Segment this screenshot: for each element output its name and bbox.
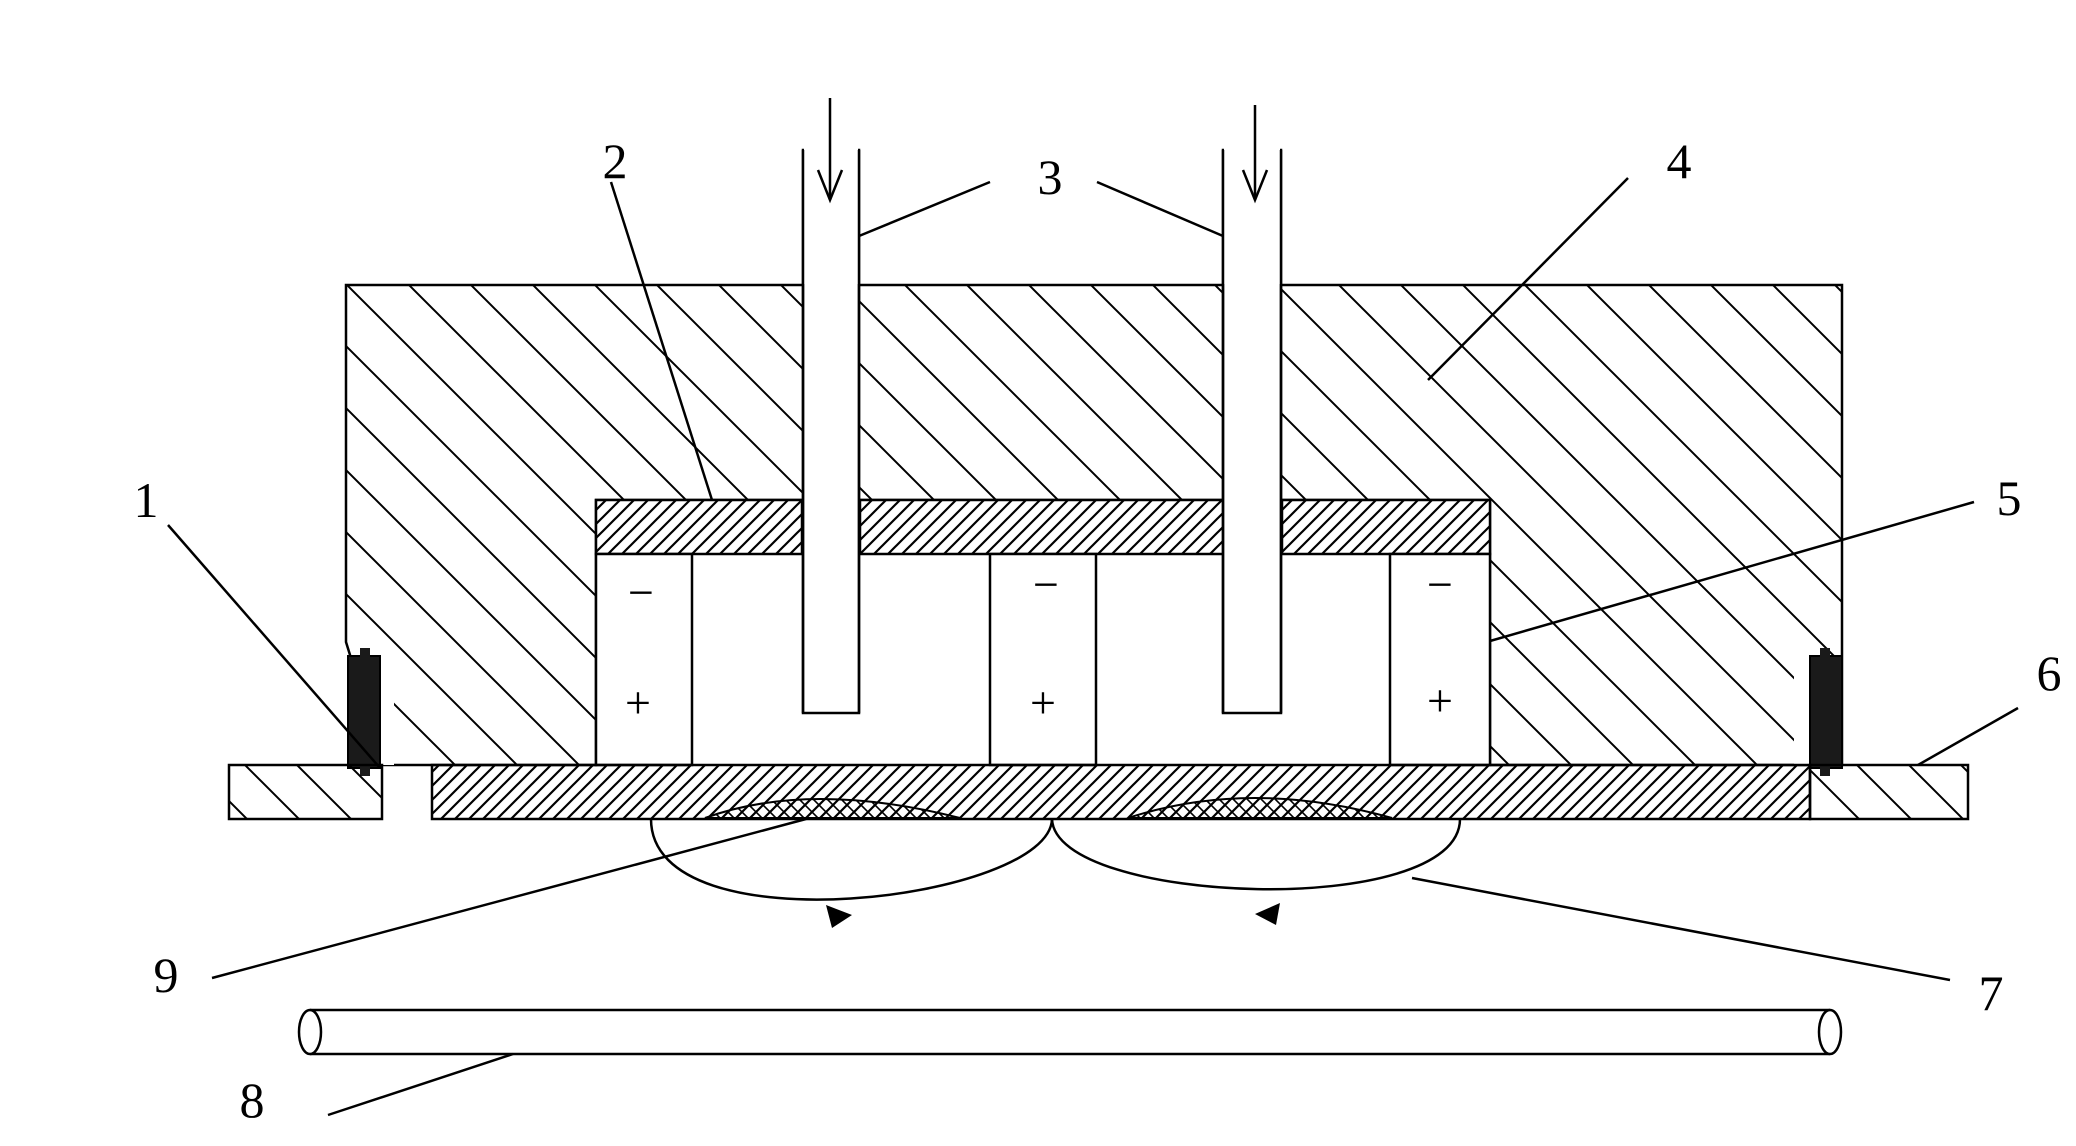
pole-negative-right: − bbox=[1427, 559, 1453, 610]
label-3: 3 bbox=[1038, 149, 1063, 205]
base-plate-right bbox=[1808, 763, 1970, 821]
label-7: 7 bbox=[1979, 965, 2004, 1021]
seal-right-top bbox=[1820, 648, 1830, 776]
label-1: 1 bbox=[134, 472, 159, 528]
label-4: 4 bbox=[1667, 133, 1692, 189]
cover-plate-middle bbox=[858, 498, 1226, 556]
flow-arrow-left bbox=[816, 98, 844, 204]
magnet-middle bbox=[988, 552, 1098, 767]
flow-arrow-right bbox=[1241, 105, 1269, 204]
pole-positive-left: + bbox=[625, 677, 651, 728]
rod-end-left bbox=[297, 1008, 323, 1056]
deposit-right bbox=[1127, 797, 1393, 819]
magnet-left bbox=[594, 552, 694, 767]
deposit-left bbox=[704, 798, 961, 819]
magnet-right bbox=[1388, 552, 1492, 767]
pole-positive-right: + bbox=[1427, 675, 1453, 726]
rod-end-right bbox=[1817, 1008, 1843, 1056]
cover-plate-left bbox=[594, 498, 804, 556]
field-line-right bbox=[1050, 818, 1462, 891]
support-plate bbox=[430, 763, 1812, 821]
field-arrow-left bbox=[826, 905, 852, 928]
workpiece-rod bbox=[310, 1008, 1830, 1056]
label-6: 6 bbox=[2037, 645, 2062, 701]
label-8: 8 bbox=[240, 1072, 265, 1128]
label-9: 9 bbox=[154, 947, 179, 1003]
leader-lines bbox=[167, 177, 2019, 1117]
label-2: 2 bbox=[603, 133, 628, 189]
field-arrow-right bbox=[1255, 903, 1280, 925]
cover-plate-right bbox=[1280, 498, 1492, 556]
base-plate-left bbox=[227, 763, 384, 821]
pole-negative-left: − bbox=[628, 567, 654, 618]
seal-left-top bbox=[360, 648, 370, 776]
pole-negative-middle: − bbox=[1033, 559, 1059, 610]
label-5: 5 bbox=[1997, 470, 2022, 526]
field-line-left bbox=[649, 818, 1054, 901]
pole-positive-middle: + bbox=[1030, 677, 1056, 728]
